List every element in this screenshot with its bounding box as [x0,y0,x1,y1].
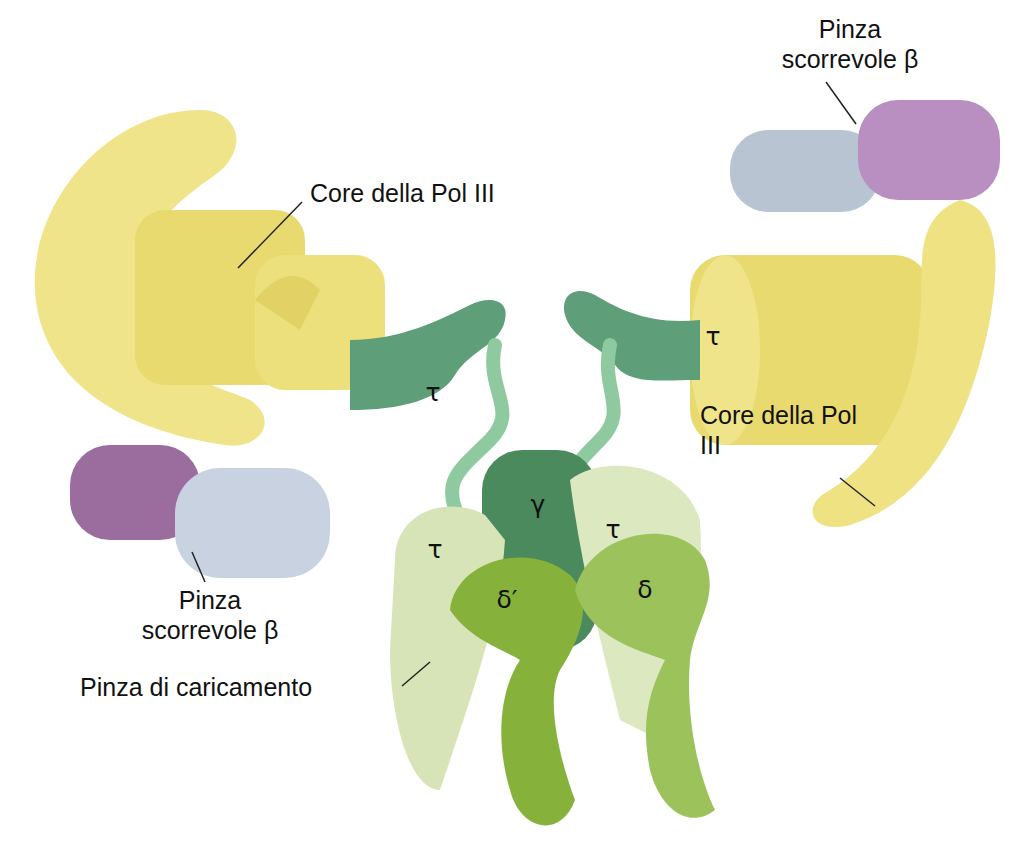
subunit-label: δ′ [487,585,527,615]
leader-line [826,82,856,124]
leader-line [840,478,875,506]
subunit-label: τ [420,535,450,565]
core-crescent [813,200,996,527]
subunit-label: τ [418,378,448,408]
clamp-half [730,130,880,212]
subunit-label: δ [630,575,660,605]
leader-line [402,662,430,686]
tau-arm [350,300,506,410]
part-label: Pinza di caricamento [80,672,400,702]
subunit-label: γ [523,490,553,520]
tau-subunit [390,506,505,790]
delta-prime-subunit [450,557,583,825]
clamp-half [858,100,1000,200]
delta-subunit [575,534,715,818]
core-notch [255,276,320,330]
tau-arm [564,291,700,380]
part-label: Pinza scorrevole β [760,14,940,74]
subunit-label: τ [598,515,628,545]
part-label: Pinza scorrevole β [120,585,300,645]
part-label: Core della Pol III [700,400,870,460]
leader-line [238,202,302,268]
clamp-half [175,468,330,578]
part-label: Core della Pol III [310,178,570,208]
leader-line [192,552,205,582]
subunit-label: τ [698,322,728,352]
